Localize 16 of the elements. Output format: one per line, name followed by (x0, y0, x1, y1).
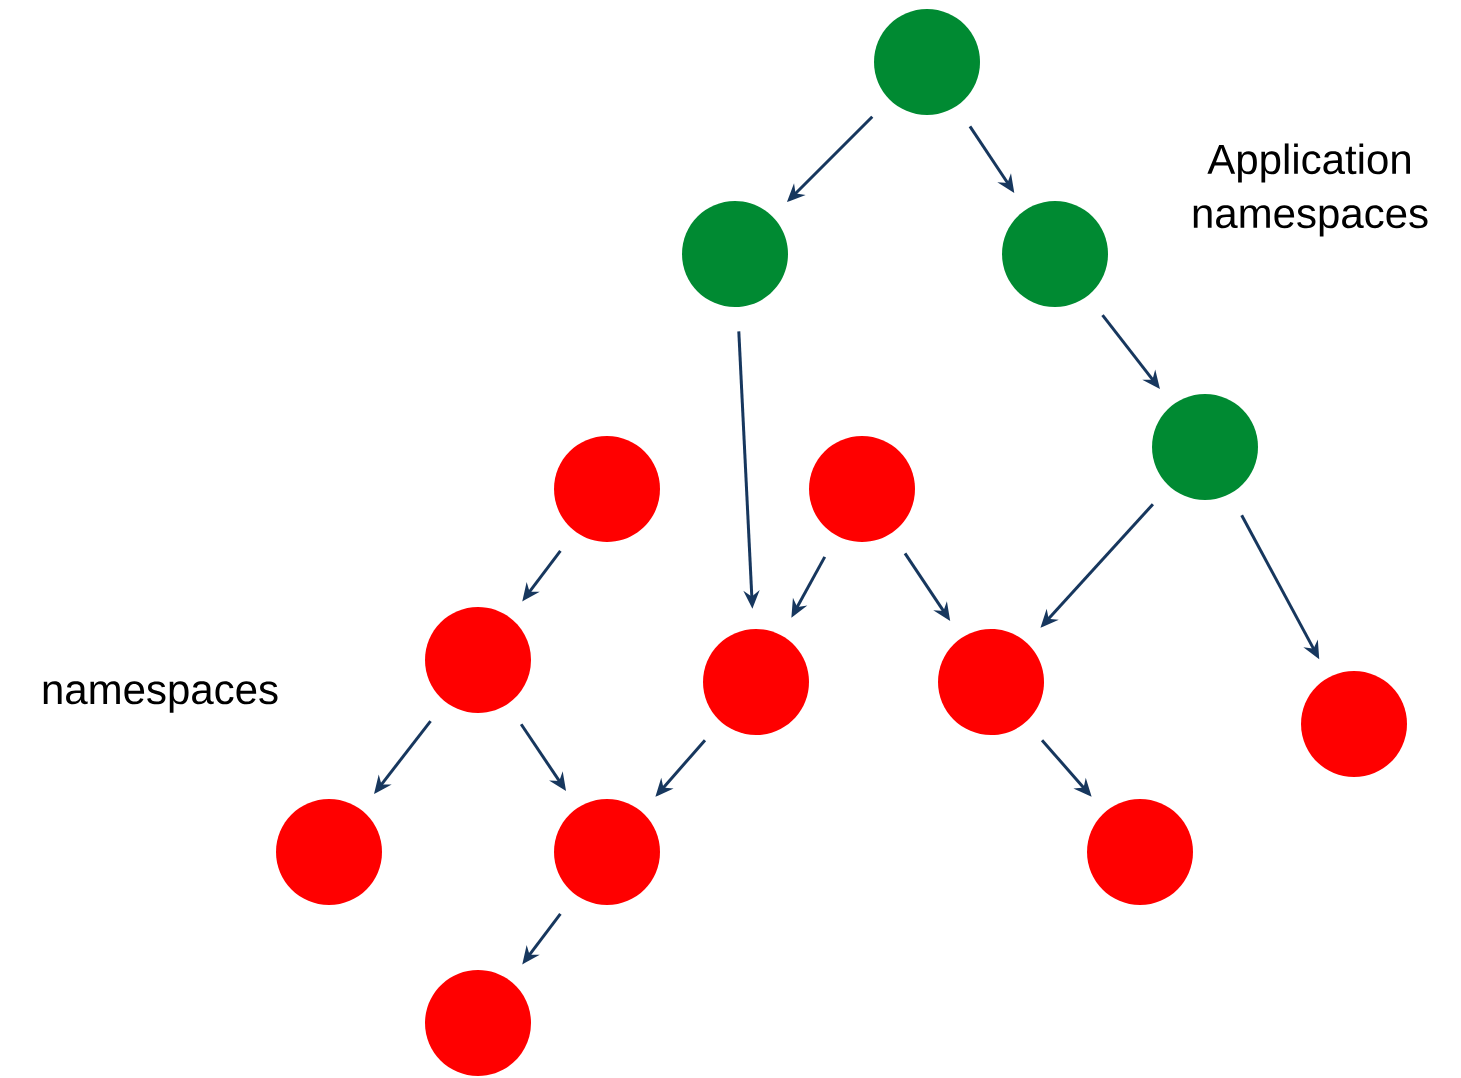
circle-node (1087, 799, 1193, 905)
circle-node (425, 970, 531, 1076)
circle-node (554, 799, 660, 905)
circle-node (276, 799, 382, 905)
group-label: namespaces (43, 681, 278, 713)
circle-node (682, 201, 788, 307)
group-label: Application namespaces (1193, 143, 1428, 237)
circle-node (938, 629, 1044, 735)
circle-node (1152, 394, 1258, 500)
circle-node (425, 607, 531, 713)
circle-node (809, 436, 915, 542)
circle-node (874, 9, 980, 115)
circle-node (1002, 201, 1108, 307)
circle-node (703, 629, 809, 735)
circle-node (1301, 671, 1407, 777)
circle-node (554, 436, 660, 542)
